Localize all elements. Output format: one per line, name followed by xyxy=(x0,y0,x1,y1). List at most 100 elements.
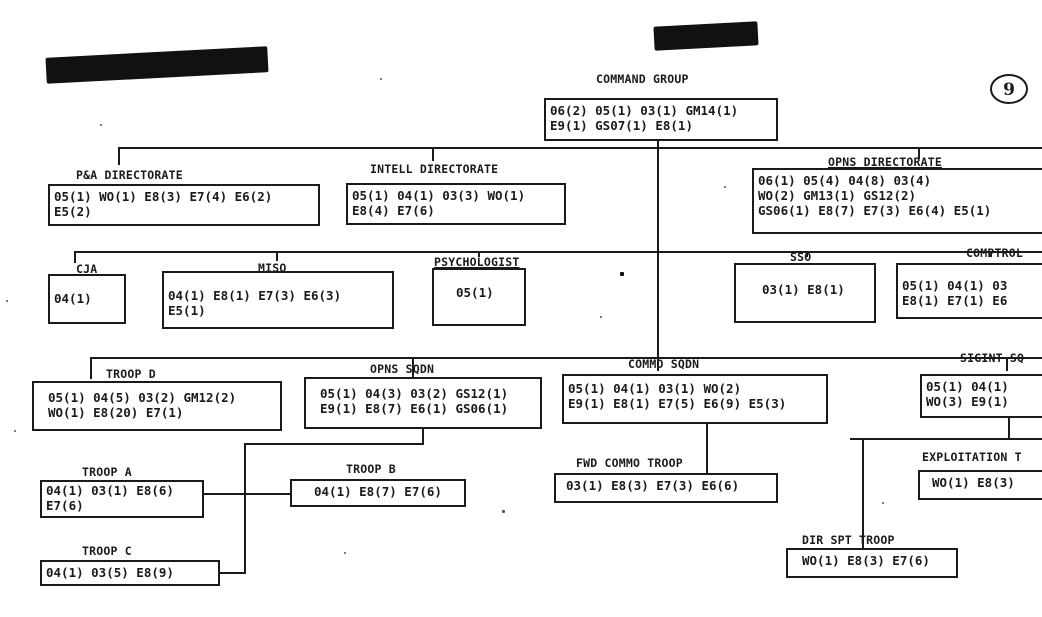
scan-speck xyxy=(14,430,16,432)
connector xyxy=(862,438,864,548)
pa-directorate-line-2: E5(2) xyxy=(54,204,92,219)
miso-box: 04(1) E8(1) E7(3) E6(3) E5(1) xyxy=(162,271,394,329)
connector xyxy=(244,443,424,445)
psychologist-label: PSYCHOLOGIST xyxy=(434,255,520,269)
fwd-commo-troop-label: FWD COMMO TROOP xyxy=(576,456,683,470)
connector xyxy=(657,357,659,371)
cja-box: 04(1) xyxy=(48,274,126,324)
connector xyxy=(244,443,246,574)
connector xyxy=(918,147,920,159)
troop-d-line-2: WO(1) E8(20) E7(1) xyxy=(48,405,184,420)
exploitation-box: WO(1) E8(3) xyxy=(918,470,1042,500)
connector xyxy=(90,357,1042,359)
fwd-commo-troop-line-1: 03(1) E8(3) E7(3) E6(6) xyxy=(566,478,740,493)
connector xyxy=(706,424,708,474)
command-group-line-2: E9(1) GS07(1) E8(1) xyxy=(550,118,693,133)
comptroller-line-2: E8(1) E7(1) E6 xyxy=(902,293,1008,308)
opns-directorate-label: OPNS DIRECTORATE xyxy=(828,155,942,169)
connector xyxy=(657,140,659,357)
sigint-sq-label: SIGINT SQ xyxy=(960,351,1025,365)
dir-spt-troop-line-1: WO(1) E8(3) E7(6) xyxy=(802,553,930,568)
connector xyxy=(850,438,1042,440)
fwd-commo-troop-box: 03(1) E8(3) E7(3) E6(6) xyxy=(554,473,778,503)
comptroller-line-1: 05(1) 04(1) 03 xyxy=(902,278,1008,293)
connector xyxy=(276,251,278,261)
exploitation-label: EXPLOITATION T xyxy=(922,450,1022,464)
psychologist-box: 05(1) xyxy=(432,268,526,326)
miso-line-2: E5(1) xyxy=(168,303,206,318)
troop-a-line-1: 04(1) 03(1) E8(6) xyxy=(46,483,174,498)
page-number: 9 xyxy=(1003,80,1015,100)
connector xyxy=(74,251,1042,253)
connector xyxy=(412,357,414,377)
connector xyxy=(806,251,808,257)
sigint-sq-box: 05(1) 04(1) WO(3) E9(1) xyxy=(920,374,1042,418)
scan-speck xyxy=(620,272,624,276)
sigint-sq-line-2: WO(3) E9(1) xyxy=(926,394,1009,409)
sigint-sq-line-1: 05(1) 04(1) xyxy=(926,379,1009,394)
connector xyxy=(74,251,76,263)
cja-line-1: 04(1) xyxy=(54,291,92,306)
scan-speck xyxy=(502,510,505,513)
troop-d-label: TROOP D xyxy=(106,367,156,381)
opns-sqdn-line-1: 05(1) 04(3) 03(2) GS12(1) xyxy=(320,386,509,401)
psychologist-line-1: 05(1) xyxy=(456,285,494,300)
intell-directorate-label: INTELL DIRECTORATE xyxy=(370,162,499,176)
connector xyxy=(1008,416,1010,440)
command-group-box: 06(2) 05(1) 03(1) GM14(1) E9(1) GS07(1) … xyxy=(544,98,778,141)
connector xyxy=(990,251,992,257)
redaction-bar-top-center xyxy=(653,21,759,51)
connector xyxy=(118,147,120,165)
opns-sqdn-box: 05(1) 04(3) 03(2) GS12(1) E9(1) E8(7) E6… xyxy=(304,377,542,429)
troop-b-box: 04(1) E8(7) E7(6) xyxy=(290,479,466,507)
commo-sqdn-line-2: E9(1) E8(1) E7(5) E6(9) E5(3) xyxy=(568,396,787,411)
troop-a-line-2: E7(6) xyxy=(46,498,84,513)
troop-b-line-1: 04(1) E8(7) E7(6) xyxy=(314,484,442,499)
scan-speck xyxy=(6,300,8,302)
scan-speck xyxy=(882,502,884,504)
commo-sqdn-box: 05(1) 04(1) 03(1) WO(2) E9(1) E8(1) E7(5… xyxy=(562,374,828,424)
dir-spt-troop-label: DIR SPT TROOP xyxy=(802,533,895,547)
commo-sqdn-line-1: 05(1) 04(1) 03(1) WO(2) xyxy=(568,381,742,396)
scan-speck xyxy=(724,186,726,188)
dir-spt-troop-box: WO(1) E8(3) E7(6) xyxy=(786,548,958,578)
troop-a-label: TROOP A xyxy=(82,465,132,479)
redaction-bar-top-left xyxy=(45,46,269,84)
pa-directorate-box: 05(1) WO(1) E8(3) E7(4) E6(2) E5(2) xyxy=(48,184,320,226)
miso-line-1: 04(1) E8(1) E7(3) E6(3) xyxy=(168,288,342,303)
scan-speck xyxy=(600,316,602,318)
connector xyxy=(90,357,92,379)
exploitation-line-1: WO(1) E8(3) xyxy=(932,475,1015,490)
intell-directorate-box: 05(1) 04(1) 03(3) WO(1) E8(4) E7(6) xyxy=(346,183,566,225)
scan-speck xyxy=(100,124,102,126)
troop-c-box: 04(1) 03(5) E8(9) xyxy=(40,560,220,586)
troop-b-label: TROOP B xyxy=(346,462,396,476)
sso-line-1: 03(1) E8(1) xyxy=(762,282,845,297)
connector xyxy=(202,493,292,495)
opns-sqdn-line-2: E9(1) E8(7) E6(1) GS06(1) xyxy=(320,401,509,416)
connector xyxy=(478,251,480,257)
troop-d-box: 05(1) 04(5) 03(2) GM12(2) WO(1) E8(20) E… xyxy=(32,381,282,431)
connector xyxy=(432,147,434,161)
troop-a-box: 04(1) 03(1) E8(6) E7(6) xyxy=(40,480,204,518)
commo-sqdn-label: COMMO SQDN xyxy=(628,357,700,371)
connector xyxy=(422,428,424,444)
command-group-label: COMMAND GROUP xyxy=(596,72,689,86)
opns-directorate-box: 06(1) 05(4) 04(8) 03(4) WO(2) GM13(1) GS… xyxy=(752,168,1042,234)
connector xyxy=(1006,357,1008,371)
command-group-line-1: 06(2) 05(1) 03(1) GM14(1) xyxy=(550,103,739,118)
comptroller-label: COMPTROL xyxy=(966,246,1023,260)
troop-c-line-1: 04(1) 03(5) E8(9) xyxy=(46,565,174,580)
intell-directorate-line-1: 05(1) 04(1) 03(3) WO(1) xyxy=(352,188,526,203)
cja-label: CJA xyxy=(76,262,98,276)
pa-directorate-line-1: 05(1) WO(1) E8(3) E7(4) E6(2) xyxy=(54,189,273,204)
scan-speck xyxy=(344,552,346,554)
connector xyxy=(118,147,1042,149)
opns-sqdn-label: OPNS SQDN xyxy=(370,362,435,376)
troop-c-label: TROOP C xyxy=(82,544,132,558)
circled-page-number-icon: 9 xyxy=(990,74,1028,104)
opns-directorate-line-3: GS06(1) E8(7) E7(3) E6(4) E5(1) xyxy=(758,203,992,218)
scan-speck xyxy=(380,78,382,80)
comptroller-box: 05(1) 04(1) 03 E8(1) E7(1) E6 xyxy=(896,263,1042,319)
